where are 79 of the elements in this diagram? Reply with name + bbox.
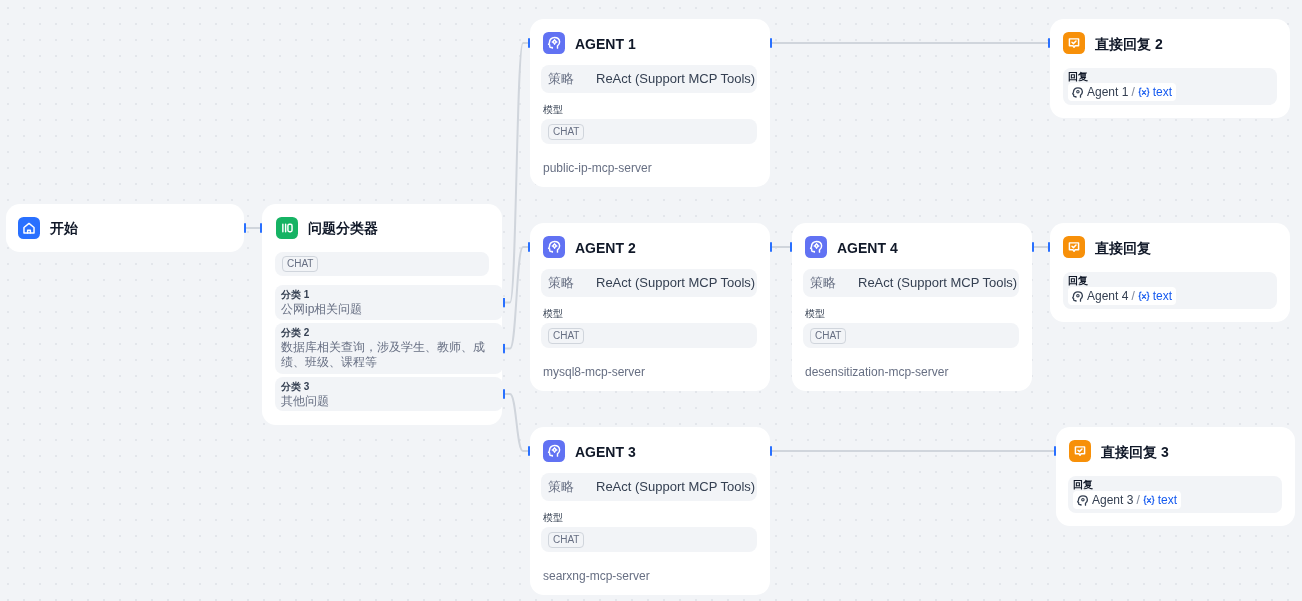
node-reference: Agent 3 (1092, 492, 1134, 508)
mode-tag: CHAT (548, 531, 585, 548)
connector (503, 38, 530, 308)
class-description: 数据库相关查询，涉及学生、教师、成绩、班级、课程等 (281, 340, 485, 370)
field-label: 模型 (543, 307, 563, 320)
node-title: AGENT 1 (575, 35, 636, 54)
server-name: mysql8-mcp-server (543, 364, 645, 380)
agent-card (530, 427, 770, 595)
separator: / (1136, 492, 1140, 508)
agent-card (792, 223, 1032, 391)
strategy-value: ReAct (Support MCP Tools) (596, 274, 756, 292)
model-row (541, 119, 757, 144)
field-label: 模型 (805, 307, 825, 320)
variable-name: text (1152, 84, 1173, 100)
strategy-value: ReAct (Support MCP Tools) (596, 478, 756, 496)
field-label: 策略 (548, 274, 574, 292)
separator: / (1131, 84, 1135, 100)
field-label: 策略 (810, 274, 836, 292)
class-description: 公网ip相关问题 (281, 302, 364, 317)
mode-tag: CHAT (282, 256, 319, 272)
reply-row (1063, 272, 1277, 309)
reply-card (1050, 19, 1290, 118)
model-row (275, 252, 489, 276)
connector (503, 242, 530, 354)
connector (770, 38, 1050, 48)
node-title: 直接回复 (1095, 239, 1151, 258)
class-label: 分类 3 (281, 381, 310, 393)
class-description: 其他问题 (281, 394, 330, 409)
connector (244, 223, 262, 233)
separator: / (1131, 288, 1135, 304)
node-reference: Agent 4 (1087, 288, 1129, 304)
model-row (541, 323, 757, 348)
connector (770, 446, 1056, 456)
node-title: 开始 (50, 219, 78, 238)
model-row (541, 527, 757, 552)
node-title: AGENT 4 (837, 239, 898, 258)
start-card (6, 204, 244, 252)
node-title: AGENT 2 (575, 239, 636, 258)
agent-card (530, 223, 770, 391)
variable-chip (1068, 83, 1177, 101)
node-reference: Agent 1 (1087, 84, 1129, 100)
variable-name: text (1152, 288, 1173, 304)
model-row (803, 323, 1019, 348)
mode-tag: CHAT (810, 327, 847, 344)
reply-row (1063, 68, 1277, 105)
field-label: 模型 (543, 103, 563, 116)
class-row (275, 285, 503, 320)
connector (770, 242, 792, 252)
node-title: AGENT 3 (575, 443, 636, 462)
class-row (275, 323, 503, 374)
variable-chip (1073, 491, 1182, 509)
agent-card (530, 19, 770, 187)
node-title: 问题分类器 (308, 219, 378, 238)
variable-chip (1068, 287, 1177, 305)
connector (503, 389, 530, 456)
server-name: public-ip-mcp-server (543, 160, 652, 176)
field-label: 策略 (548, 478, 574, 496)
reply-card (1050, 223, 1290, 322)
classifier-card (262, 204, 502, 425)
node-title: 直接回复 3 (1101, 443, 1169, 462)
class-label: 分类 1 (281, 289, 310, 301)
node-title: 直接回复 2 (1095, 35, 1163, 54)
class-label: 分类 2 (281, 327, 310, 339)
strategy-value: ReAct (Support MCP Tools) (596, 70, 756, 88)
reply-card (1056, 427, 1295, 526)
mode-tag: CHAT (548, 327, 585, 344)
server-name: searxng-mcp-server (543, 568, 650, 584)
class-row (275, 377, 503, 411)
field-label: 回复 (1068, 71, 1088, 83)
server-name: desensitization-mcp-server (805, 364, 949, 380)
variable-name: text (1157, 492, 1178, 508)
reply-row (1068, 476, 1282, 513)
field-label: 回复 (1068, 275, 1088, 287)
strategy-value: ReAct (Support MCP Tools) (858, 274, 1018, 292)
mode-tag: CHAT (548, 123, 585, 140)
connector (1032, 242, 1050, 252)
field-label: 策略 (548, 70, 574, 88)
field-label: 模型 (543, 511, 563, 524)
field-label: 回复 (1073, 479, 1093, 491)
